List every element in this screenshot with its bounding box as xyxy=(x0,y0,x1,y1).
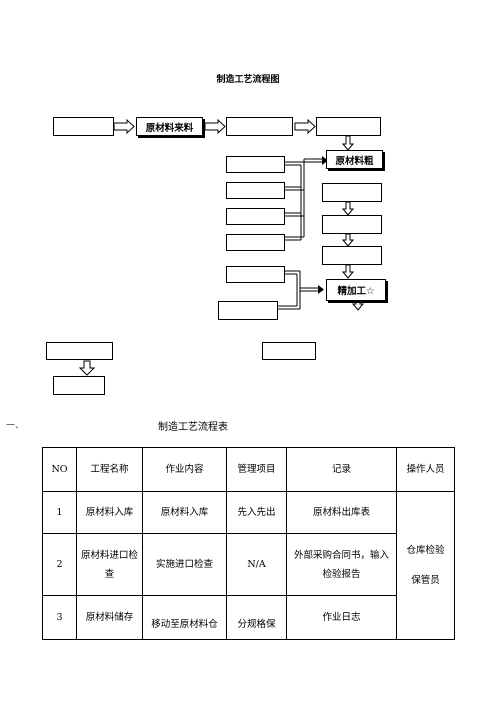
flow-box-r2 xyxy=(322,183,382,202)
cell-record: 原材料出库表 xyxy=(286,491,397,534)
arrow-down-4 xyxy=(341,264,355,279)
table-row: 2 原材料进口检查 实施进口检查 N/A 外部采购合同书，输入检验报告 xyxy=(42,533,455,596)
flow-box-1 xyxy=(53,117,114,136)
process-table: NO 工程名称 作业内容 管理项目 记录 操作人员 1 原材料入库 原材料入库 … xyxy=(42,447,455,640)
arrow-down-3 xyxy=(341,233,355,247)
flowchart-title: 制造工艺流程图 xyxy=(216,75,280,85)
flow-box-4 xyxy=(316,117,381,136)
header-cell: 记录 xyxy=(286,447,397,492)
arrow-down-1 xyxy=(341,135,355,151)
flow-box-b2 xyxy=(262,342,316,360)
arrow-head-2 xyxy=(318,285,324,294)
table-row: 1 原材料入库 原材料入库 先入先出 原材料出库表 仓库检验 保管员 xyxy=(42,491,455,640)
header-cell: 作业内容 xyxy=(142,447,227,492)
flow-box-material-rough: 原材料粗 xyxy=(326,150,383,169)
arrow-right-3 xyxy=(294,118,316,135)
flow-box-l6 xyxy=(218,301,278,320)
flow-box-material-receive: 原材料来料 xyxy=(136,117,203,136)
arrow-down-6 xyxy=(78,360,96,376)
arrow-head-1 xyxy=(322,156,328,165)
arrow-down-5 xyxy=(351,300,365,311)
flow-box-r3 xyxy=(322,215,382,234)
arrow-right-1 xyxy=(113,118,135,135)
cell-operator: 仓库检验 保管员 xyxy=(396,491,455,640)
operator-line-1: 仓库检验 xyxy=(406,544,445,556)
table-header-row: NO 工程名称 作业内容 管理项目 记录 操作人员 xyxy=(42,447,455,492)
flow-box-l2 xyxy=(226,182,285,199)
cell-mgmt: 先入先出 xyxy=(226,491,287,534)
cell-no: 2 xyxy=(42,533,77,596)
cell-mgmt: N/A xyxy=(226,533,287,596)
flow-box-l3 xyxy=(226,208,285,225)
cell-content: 移动至原材料仓 xyxy=(142,595,227,640)
cell-name: 原材料储存 xyxy=(76,595,143,640)
flow-box-b3 xyxy=(53,376,105,395)
cell-name: 原材料进口检查 xyxy=(76,533,143,596)
table-title: 制造工艺流程表 xyxy=(158,422,228,433)
cell-content: 实施进口检查 xyxy=(142,533,227,596)
header-cell: 操作人员 xyxy=(396,447,455,492)
arrow-right-2 xyxy=(204,118,226,135)
flow-box-l1 xyxy=(226,156,285,173)
flow-box-r4 xyxy=(322,246,382,265)
flow-box-b1 xyxy=(46,342,113,360)
flow-box-3 xyxy=(226,117,293,136)
section-number: 一、 xyxy=(6,421,25,431)
flow-box-finish: 精加工☆ xyxy=(326,279,386,301)
operator-line-2: 保管员 xyxy=(411,574,440,586)
cell-record: 作业日志 xyxy=(286,595,397,640)
header-cell: 管理项目 xyxy=(226,447,287,492)
cell-record: 外部采购合同书，输入检验报告 xyxy=(286,533,397,596)
cell-content: 原材料入库 xyxy=(142,491,227,534)
arrow-down-2 xyxy=(341,201,355,216)
flow-box-l5 xyxy=(226,266,285,283)
table-row: 3 原材料储存 移动至原材料仓 分规格保 作业日志 xyxy=(42,595,455,640)
cell-name: 原材料入库 xyxy=(76,491,143,534)
header-cell: 工程名称 xyxy=(76,447,143,492)
flow-box-l4 xyxy=(226,234,285,251)
cell-no: 3 xyxy=(42,595,77,640)
cell-mgmt: 分规格保 xyxy=(226,595,287,640)
header-cell: NO xyxy=(42,447,77,492)
cell-no: 1 xyxy=(42,491,77,534)
